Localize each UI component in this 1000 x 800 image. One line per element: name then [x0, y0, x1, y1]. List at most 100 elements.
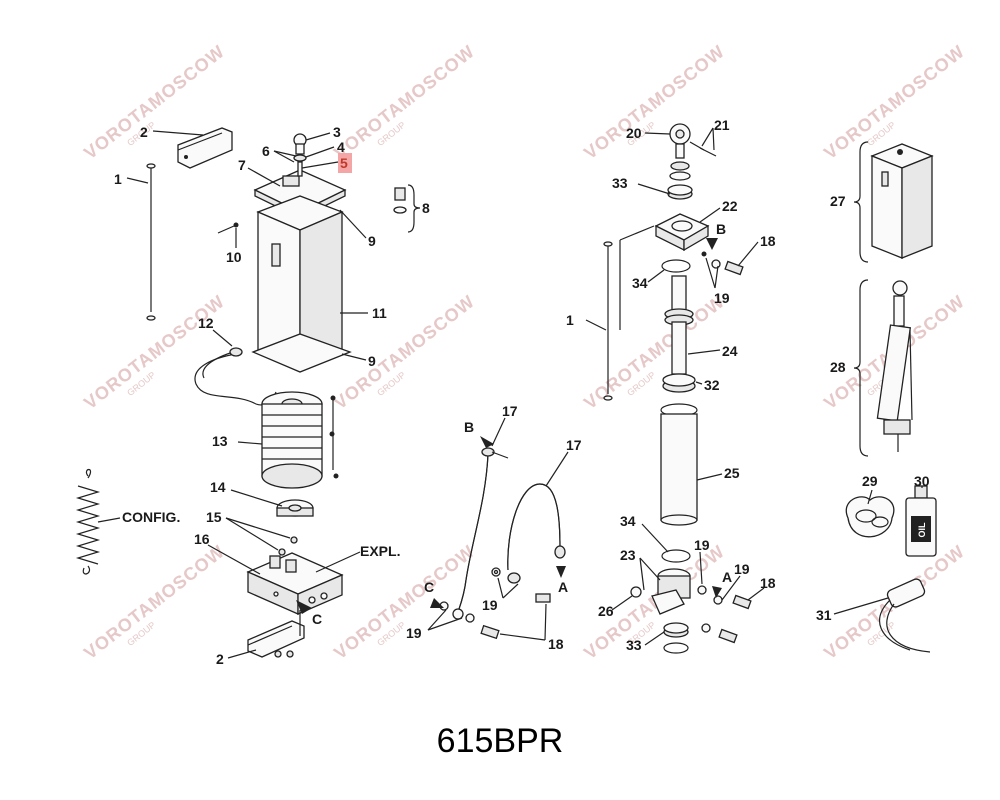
callout-19: 19: [482, 597, 498, 613]
callout-labels: 1 1 2 2 3 4 5 6 7 8 9 9 10 11 12 13 14 1…: [114, 117, 930, 667]
callout-1: 1: [566, 312, 574, 328]
callout-23: 23: [620, 547, 636, 563]
callout-1: 1: [114, 171, 122, 187]
callout-19: 19: [694, 537, 710, 553]
part-screws: [278, 536, 298, 556]
callout-26: 26: [598, 603, 614, 619]
part-oil-bottle: OIL: [905, 485, 937, 557]
callout-31: 31: [816, 607, 832, 623]
part-gasket: [251, 333, 352, 373]
watermark: VOROTAMOSCOW: [330, 291, 478, 413]
watermark: VOROTAMOSCOW: [330, 41, 478, 163]
callout-17: 17: [502, 403, 518, 419]
callout-10: 10: [226, 249, 242, 265]
part-cylinder-base: [630, 568, 752, 615]
callout-6: 6: [262, 143, 270, 159]
part-piston-seal: [662, 373, 696, 393]
part-hose-b: [457, 436, 509, 613]
oil-label: OIL: [917, 522, 927, 538]
callout-13: 13: [212, 433, 228, 449]
port-label-c: C: [424, 579, 434, 595]
part-motor: [261, 391, 339, 489]
callout-2: 2: [216, 651, 224, 667]
callout-27: 27: [830, 193, 846, 209]
callout-9: 9: [368, 353, 376, 369]
callout-11: 11: [372, 305, 387, 321]
port-label-b: B: [716, 221, 726, 237]
part-cylinder-head: [654, 213, 744, 276]
part-bracket-bottom: [247, 610, 305, 658]
port-label-a: A: [558, 579, 568, 595]
callout-29: 29: [862, 473, 878, 489]
callout-7: 7: [238, 157, 246, 173]
callout-22: 22: [722, 198, 738, 214]
part-nut-washer: [393, 187, 407, 214]
callout-16: 16: [194, 531, 210, 547]
callout-4: 4: [337, 139, 345, 155]
brace-27: [853, 141, 869, 263]
callout-25: 25: [724, 465, 740, 481]
part-fittings-middle: [430, 567, 551, 640]
part-piston-rod: [664, 275, 694, 375]
part-seal-33-bottom: [663, 622, 738, 654]
part-seal-kit: [845, 496, 895, 538]
part-capacitor: [879, 578, 931, 653]
brace-8: [407, 184, 421, 233]
callout-18: 18: [548, 636, 564, 652]
part-pump-block: [246, 552, 344, 615]
callout-28: 28: [830, 359, 846, 375]
callout-24: 24: [722, 343, 738, 359]
highlight-box: [338, 153, 352, 173]
callout-3: 3: [333, 124, 341, 140]
callout-15: 15: [206, 509, 222, 525]
callout-5: 5: [340, 155, 348, 171]
callout-18: 18: [760, 233, 776, 249]
part-complete-cylinder: [876, 280, 913, 452]
port-label-a: A: [722, 569, 732, 585]
port-arrow-c: [296, 600, 312, 614]
callout-34: 34: [632, 275, 648, 291]
callout-18: 18: [760, 575, 776, 591]
part-hose-a: [507, 483, 566, 584]
callout-12: 12: [198, 315, 214, 331]
callout-9: 9: [368, 233, 376, 249]
callout-19: 19: [406, 625, 422, 641]
callout-2: 2: [140, 124, 148, 140]
part-screw: [217, 222, 239, 234]
callout-19: 19: [714, 290, 730, 306]
callout-21: 21: [714, 117, 730, 133]
callout-19: 19: [734, 561, 750, 577]
callout-20: 20: [626, 125, 642, 141]
part-pump-coupling: [276, 499, 314, 517]
callout-30: 30: [914, 473, 930, 489]
port-label-b: B: [464, 419, 474, 435]
leader-lines: [97, 127, 923, 659]
part-seal-33-top: [667, 184, 693, 200]
part-bracket-top: [177, 127, 233, 169]
watermark: VOROTAMOSCOW: [80, 291, 228, 413]
callout-32: 32: [704, 377, 720, 393]
part-complete-unit: [870, 143, 934, 259]
watermark: VOROTAMOSCOW: [580, 41, 728, 163]
expl-label: EXPL.: [360, 543, 400, 559]
part-tie-rod-right: [603, 241, 613, 401]
part-spring: [75, 468, 101, 575]
config-label: CONFIG.: [122, 509, 180, 525]
callout-17: 17: [566, 437, 582, 453]
callout-33: 33: [626, 637, 642, 653]
watermark: VOROTAMOSCOW: [330, 541, 478, 663]
port-label-c: C: [312, 611, 322, 627]
callout-14: 14: [210, 479, 226, 495]
callout-33: 33: [612, 175, 628, 191]
part-tie-rod-left: [146, 163, 156, 321]
annotation-labels: CONFIG. EXPL. A A B B C C: [122, 221, 732, 627]
part-cylinder-tube: [660, 403, 698, 526]
part-eye-rod-end: [669, 123, 717, 181]
brace-28: [853, 279, 869, 457]
model-title: 615BPR: [437, 722, 564, 760]
part-oring-34-bottom: [661, 549, 691, 563]
part-oring-34-top: [661, 259, 691, 273]
watermark: VOROTAMOSCOW: [80, 541, 228, 663]
callout-8: 8: [422, 200, 430, 216]
